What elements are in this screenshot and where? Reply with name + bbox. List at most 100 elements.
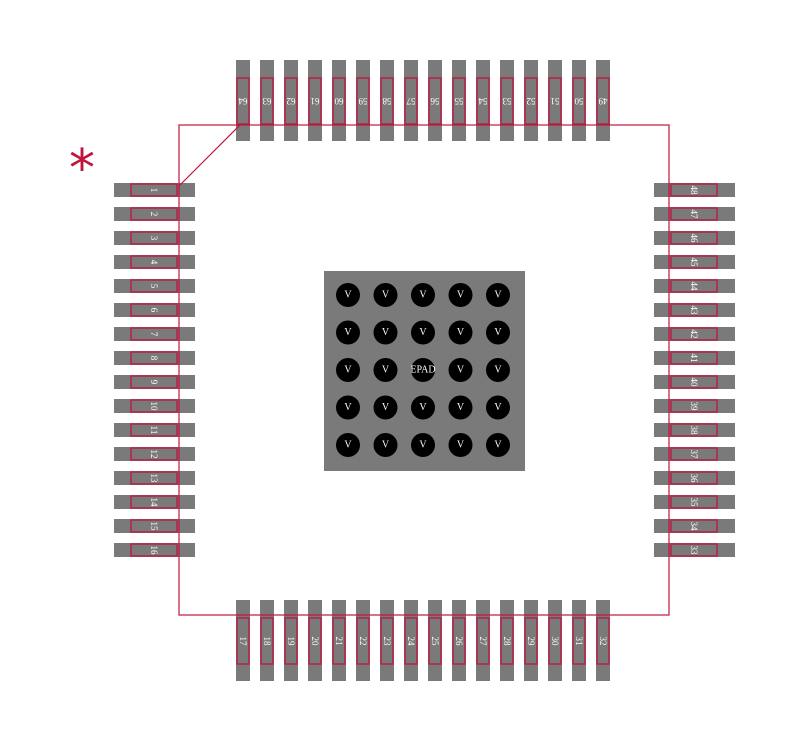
pad-copper	[500, 60, 514, 141]
pad-outline	[236, 77, 250, 125]
pad-copper	[428, 600, 442, 681]
pad-outline	[130, 519, 178, 533]
pad-copper	[654, 471, 735, 485]
via-hole	[373, 433, 398, 457]
pin-label: 43	[689, 306, 699, 316]
pin-label: 18	[262, 637, 272, 647]
pad-outline	[670, 351, 718, 365]
pad-outline	[332, 77, 346, 125]
via-label: V	[494, 440, 502, 451]
pad-copper	[654, 207, 735, 221]
pad-outline	[596, 77, 610, 125]
pad-copper	[114, 495, 195, 509]
pad-outline	[524, 77, 538, 125]
pad-outline	[500, 617, 514, 665]
pad-copper	[114, 231, 195, 245]
pad-outline	[670, 447, 718, 461]
via-label: V	[419, 290, 427, 301]
via-label: V	[344, 327, 352, 338]
pad-pin-2: 2	[114, 207, 195, 221]
pad-pin-15: 15	[114, 519, 195, 533]
pin-label: 33	[689, 546, 699, 556]
pad-copper	[452, 600, 466, 681]
pad-pin-29: 29	[524, 600, 538, 681]
pad-copper	[654, 519, 735, 533]
thermal-via: V	[448, 358, 473, 382]
pad-outline	[548, 77, 562, 125]
thermal-via: V	[486, 283, 510, 307]
pad-copper	[114, 279, 195, 293]
pad-pin-4: 4	[114, 255, 195, 269]
pad-pin-49: 49	[596, 60, 610, 141]
pad-outline	[130, 279, 178, 293]
pad-copper	[654, 327, 735, 341]
pin-label: 21	[334, 637, 344, 646]
thermal-via: V	[448, 320, 473, 345]
pad-pin-63: 63	[260, 60, 274, 141]
pad-pin-42: 42	[654, 327, 735, 341]
pad-outline	[524, 617, 538, 665]
pad-outline	[670, 231, 718, 245]
pad-outline	[260, 617, 274, 665]
pin-label: 57	[406, 96, 416, 106]
pin-label: 12	[149, 450, 159, 459]
pin-label: 4	[149, 260, 159, 265]
pin-label: 35	[689, 498, 699, 508]
pad-pin-27: 27	[476, 600, 490, 681]
pad-pin-61: 61	[308, 60, 322, 141]
pad-copper	[114, 183, 195, 197]
thermal-via: V	[336, 283, 360, 307]
thermal-via: V	[486, 358, 510, 382]
via-hole	[336, 395, 360, 420]
pad-copper	[524, 600, 538, 681]
pad-outline	[670, 303, 718, 317]
thermal-via: V	[336, 433, 360, 457]
pad-copper	[596, 600, 610, 681]
pad-pin-10: 10	[114, 399, 195, 413]
pad-outline	[380, 77, 394, 125]
pad-copper	[332, 60, 346, 141]
pad-pin-39: 39	[654, 399, 735, 413]
pad-outline	[130, 399, 178, 413]
via-label: V	[382, 290, 390, 301]
pin-label: 49	[598, 96, 608, 106]
pad-outline	[130, 471, 178, 485]
pad-pin-54: 54	[476, 60, 490, 141]
via-hole	[486, 283, 510, 307]
pad-pin-37: 37	[654, 447, 735, 461]
pin-label: 62	[287, 96, 296, 106]
pin-label: 32	[598, 637, 608, 646]
via-label: V	[344, 290, 352, 301]
via-label: V	[344, 440, 352, 451]
pin-label: 39	[689, 402, 699, 412]
pin-label: 45	[689, 258, 699, 268]
pad-copper	[548, 600, 562, 681]
via-label: V	[494, 290, 502, 301]
pad-copper	[654, 351, 735, 365]
pad-outline	[130, 543, 178, 557]
pad-copper	[654, 183, 735, 197]
pad-outline	[452, 77, 466, 125]
via-label: V	[382, 440, 390, 451]
pad-outline	[596, 617, 610, 665]
pad-pin-36: 36	[654, 471, 735, 485]
pad-pin-20: 20	[308, 600, 322, 681]
pad-pin-25: 25	[428, 600, 442, 681]
pad-copper	[452, 60, 466, 141]
pin-label: 19	[286, 637, 296, 647]
pad-copper	[114, 351, 195, 365]
pin-label: 58	[382, 96, 392, 106]
pad-outline	[130, 447, 178, 461]
via-hole	[336, 433, 360, 457]
via-hole	[411, 320, 435, 345]
pad-outline	[670, 207, 718, 221]
thermal-via: V	[411, 320, 435, 345]
via-hole	[486, 433, 510, 457]
pad-outline	[670, 423, 718, 437]
pad-pin-45: 45	[654, 255, 735, 269]
pad-copper	[356, 600, 370, 681]
pad-outline	[670, 543, 718, 557]
thermal-via: V	[373, 283, 398, 307]
pad-copper	[654, 447, 735, 461]
